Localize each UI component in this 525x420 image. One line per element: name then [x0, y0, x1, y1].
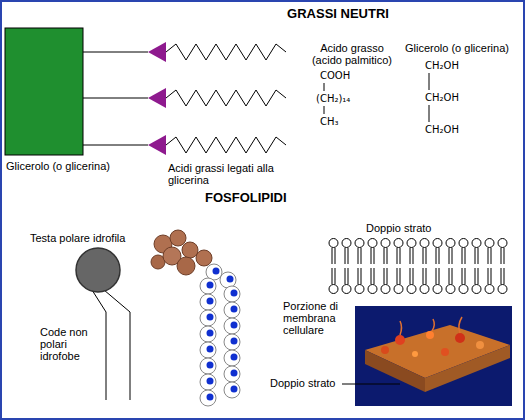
formula-caption: Acido grasso (acido palmitico) [306, 42, 398, 66]
leader-line [342, 384, 400, 385]
chemical-formula: CH₃ [320, 116, 339, 128]
membrane-picture [355, 306, 512, 406]
section-title: FOSFOLIPIDI [205, 192, 287, 204]
section-title: GRASSI NEUTRI [287, 8, 389, 20]
part-label: Doppio strato [270, 377, 335, 389]
molecular-model [151, 230, 240, 406]
part-label: Acidi grassi legati alla glicerina [168, 162, 308, 186]
formula-caption: Glicerolo (o glicerina) [405, 42, 509, 54]
chemical-formula: CH₂OH [425, 92, 459, 104]
triglyceride-drawing [5, 28, 286, 155]
part-label: Porzione di membrana cellulare [283, 300, 351, 336]
bilayer-drawing [327, 238, 509, 294]
chemical-formula: COOH [320, 70, 350, 82]
chemical-formula: CH₂OH [425, 60, 459, 72]
chemical-formula: (CH₂)₁₄ [316, 93, 350, 105]
part-label: Glicerolo (o glicerina) [6, 160, 110, 172]
part-label: Code non polari idrofobe [40, 326, 98, 362]
part-label: Testa polare idrofila [30, 232, 125, 244]
phospholipid-schematic [76, 248, 130, 400]
chemical-formula: CH₂OH [425, 124, 459, 136]
part-label: Doppio strato [366, 222, 431, 234]
